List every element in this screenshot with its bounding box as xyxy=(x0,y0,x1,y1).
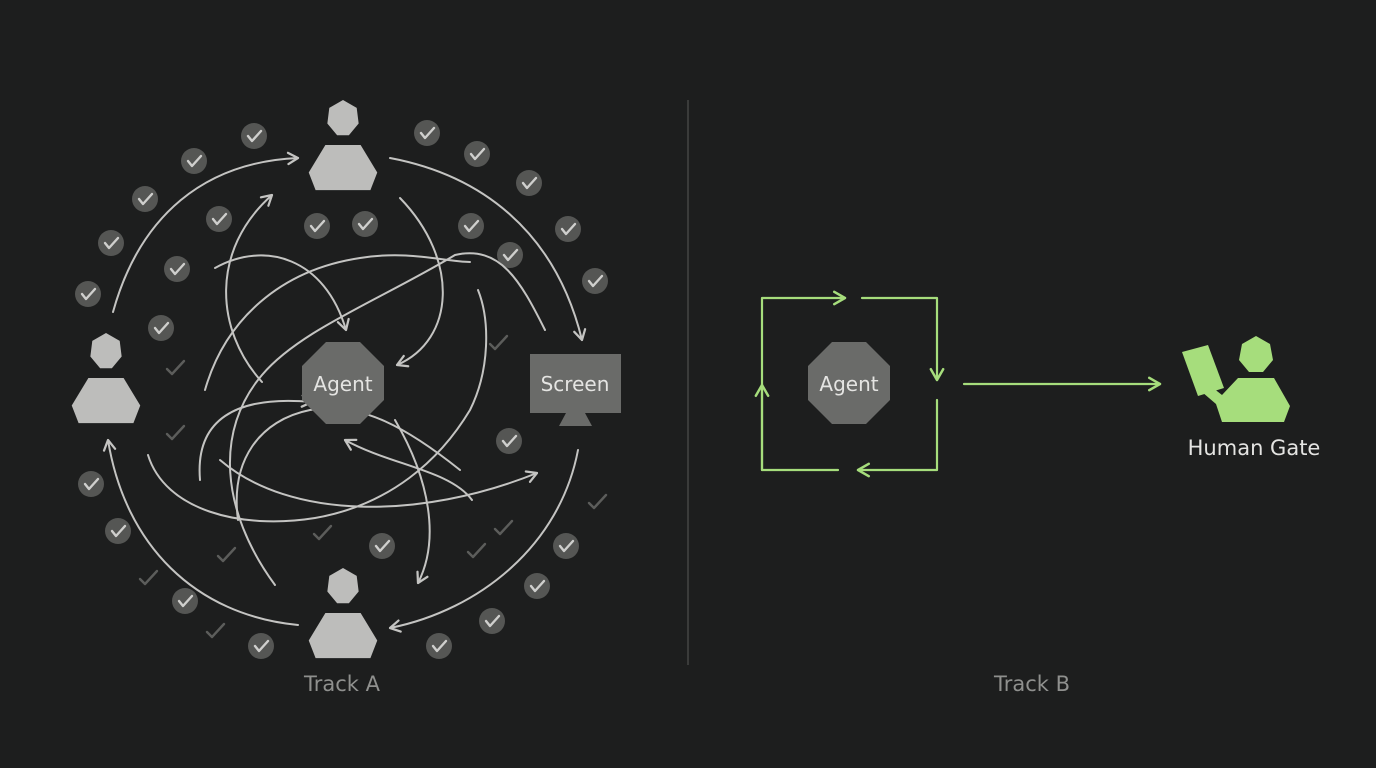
tangle-arrow-4 xyxy=(198,394,314,481)
check-icon xyxy=(553,533,579,559)
check-icon xyxy=(148,315,174,341)
screen-label: Screen xyxy=(541,372,610,396)
arrow-top-to-screen xyxy=(389,157,587,342)
check-icon xyxy=(555,216,581,242)
outer-cycle-arrows xyxy=(102,151,587,633)
gate-person-body xyxy=(1202,378,1290,422)
check-icon xyxy=(105,518,131,544)
check-icon xyxy=(181,148,207,174)
tangle-arrow-8 xyxy=(229,252,546,586)
check-icon xyxy=(75,281,101,307)
tablet-icon xyxy=(1182,345,1224,396)
arrow-screen-to-bottom xyxy=(388,449,579,633)
check-icon xyxy=(524,573,550,599)
track-b-panel: Agent Human Gate Track B xyxy=(754,290,1320,696)
tangle-arrow-9 xyxy=(147,289,488,523)
check-icon xyxy=(488,334,509,351)
check-icon xyxy=(165,424,186,441)
check-icon xyxy=(241,123,267,149)
plain-checkmarks xyxy=(138,334,608,639)
check-icon xyxy=(493,519,514,536)
tangle-arrow-1 xyxy=(225,193,274,383)
monitor-icon: Screen xyxy=(530,354,621,426)
track-b-agent-label: Agent xyxy=(819,372,878,396)
check-icon xyxy=(164,256,190,282)
check-icon xyxy=(352,211,378,237)
check-icon xyxy=(466,542,487,559)
check-icon xyxy=(426,633,452,659)
check-icon xyxy=(216,546,237,563)
person-icon xyxy=(308,100,378,191)
tangled-inner-arrows xyxy=(147,193,546,586)
check-icon xyxy=(304,213,330,239)
loop-arrow-bottom xyxy=(856,398,939,478)
human-gate-figure: Human Gate xyxy=(1182,336,1320,460)
check-icon xyxy=(98,230,124,256)
tangle-arrow-11 xyxy=(235,407,461,521)
check-icon xyxy=(587,493,608,510)
check-icon xyxy=(479,608,505,634)
check-icon xyxy=(464,141,490,167)
human-gate-label: Human Gate xyxy=(1188,436,1321,460)
tangle-arrow-2 xyxy=(395,197,444,368)
check-icon xyxy=(78,471,104,497)
check-icon xyxy=(248,633,274,659)
agent-loop-arrows xyxy=(754,290,945,478)
check-icon xyxy=(369,533,395,559)
check-icon xyxy=(138,569,159,586)
check-icon xyxy=(582,268,608,294)
track-a-panel: Agent Screen Track A xyxy=(71,100,621,696)
check-icon xyxy=(165,359,186,376)
check-icon xyxy=(312,524,333,541)
check-badges xyxy=(75,120,608,659)
track-a-agent-node: Agent xyxy=(302,342,384,424)
person-icon xyxy=(308,568,378,659)
loop-arrow-left xyxy=(754,383,840,472)
loop-arrow-right xyxy=(860,296,945,382)
check-icon xyxy=(496,428,522,454)
check-icon xyxy=(172,588,198,614)
check-icon xyxy=(497,242,523,268)
person-icon xyxy=(71,333,141,424)
track-b-caption: Track B xyxy=(993,672,1070,696)
arrow-left-to-top xyxy=(112,151,300,313)
person-icon xyxy=(1239,336,1273,372)
tangle-arrow-5 xyxy=(343,438,473,501)
tangle-arrow-3 xyxy=(214,254,350,332)
check-icon xyxy=(206,206,232,232)
track-b-agent-node: Agent xyxy=(808,342,890,424)
check-icon xyxy=(132,186,158,212)
track-a-agent-label: Agent xyxy=(313,372,372,396)
track-a-caption: Track A xyxy=(303,672,381,696)
arrow-bottom-to-left xyxy=(102,438,299,626)
tangle-arrow-10 xyxy=(204,254,471,391)
tangle-arrow-7 xyxy=(219,459,539,508)
tangle-arrow-6 xyxy=(394,419,431,585)
check-icon xyxy=(458,213,484,239)
check-icon xyxy=(516,170,542,196)
check-icon xyxy=(205,622,226,639)
check-icon xyxy=(414,120,440,146)
